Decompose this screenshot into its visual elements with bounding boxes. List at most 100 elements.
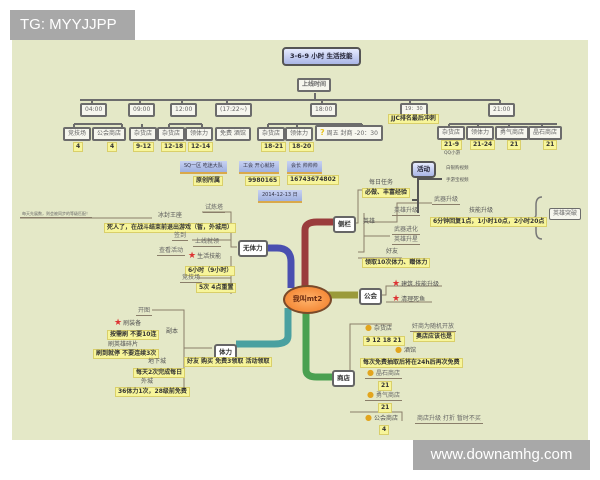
center-node: 我叫mt2 — [283, 285, 332, 314]
open-map: 开图 — [136, 307, 153, 316]
hero-star: 英雄升星 — [392, 236, 421, 245]
daily-task: 每日任务 — [369, 179, 394, 186]
time-node: 18:00 — [310, 103, 338, 117]
time-value: 9-12 — [133, 142, 155, 152]
shop-grocery: ●杂货店 — [365, 324, 392, 332]
life-skill: ★生活技能 — [188, 252, 221, 261]
date-tab: 2014-12-13 日 — [258, 190, 302, 203]
person-icon: ● — [365, 413, 372, 422]
shop-grocery-note: 奸商为随机开放 — [410, 323, 457, 332]
no-stamina-node: 无体力 — [238, 240, 268, 257]
time-node: (17:22~) — [215, 103, 252, 117]
guild-item-label: 建筑,技能升级 — [401, 281, 439, 288]
time-node: 12:00 — [170, 103, 198, 117]
ice-throne-tip: 死人了，在战斗结束前退出游戏（暂，外城用） — [104, 223, 237, 233]
time-value: 21 — [543, 140, 558, 150]
top-watermark-label: TG: MYYJJPP — [10, 10, 135, 40]
time-value: 18-20 — [289, 142, 315, 152]
hero-shards: 刷英雄碎片 — [108, 341, 139, 348]
info-tab: 会长 帅帅帅 — [287, 161, 322, 174]
time-value: 18-21 — [261, 142, 287, 152]
trial-tower: 试炼塔 — [203, 204, 226, 213]
guild-item-label: 清理死鱼 — [401, 296, 426, 303]
question-icon: ? — [320, 128, 325, 137]
shop-guild-note: 商店升级 打折 暂时不买 — [415, 415, 483, 424]
events-item: 白银购视频 — [446, 166, 469, 171]
shop-label: 酒馆 — [403, 347, 416, 354]
skill-upgrade: 技能升级 — [469, 207, 494, 214]
time-item: 杂货店 — [257, 127, 286, 141]
farm-gear-label: 刷装备 — [123, 320, 142, 327]
daily-task-value: 必做、丰富经验 — [362, 188, 411, 198]
underground-value: 每天2次完成每日 — [133, 368, 186, 378]
shop-node: 商店 — [332, 370, 355, 387]
shop-tavern: ●酒馆 — [395, 346, 416, 354]
shop-grocery-value: 9 12 18 21 — [363, 336, 405, 346]
online-time-node: 上线时间 — [297, 78, 332, 92]
outer-city: 外城 — [141, 378, 154, 385]
shop-guild-value: 4 — [379, 425, 390, 435]
info-tab: 工会 开心就好 — [239, 161, 279, 174]
time-item: 勇气商店 — [495, 126, 530, 140]
time-value: 4 — [73, 142, 84, 152]
mind-map: 3-6-9 小时 生活技能 上线时间 04:00 09:00 12:00 (17… — [12, 40, 588, 440]
shop-crystal: ●晶石商店 — [365, 369, 402, 379]
time-item: 免费 酒馆 — [215, 127, 251, 141]
shop-label: 勇气商店 — [375, 392, 400, 399]
weapon-upgrade: 武器升级 — [432, 196, 461, 205]
shop-courage: ●勇气商店 — [365, 391, 402, 401]
guild-item: ★清理死鱼 — [392, 295, 425, 304]
shop-guild: ●公会商店 — [365, 414, 398, 422]
time-item: 领体力 — [285, 127, 314, 141]
stamina-sources: 好友 购买 免费3领取 活动领取 — [184, 357, 273, 367]
shop-label: 公会商店 — [373, 415, 398, 422]
time-item: 领体力 — [466, 126, 495, 140]
time-item: 晶石商店 — [528, 126, 563, 140]
time-item: 杂货店 — [437, 126, 466, 140]
connector-lines — [20, 93, 557, 421]
outer-city-value: 36体力1次，28级前免费 — [115, 387, 190, 397]
hero: 英雄 — [363, 218, 376, 225]
map-title: 3-6-9 小时 生活技能 — [282, 47, 361, 66]
farm-gear: ★刷装备 — [114, 319, 141, 328]
time-item: 杂货店 — [129, 127, 158, 141]
time-value: 12-18 — [161, 142, 187, 152]
arena: 竞技场 — [180, 274, 203, 283]
star-icon: ★ — [392, 279, 401, 289]
online-claim: 上线就领 — [193, 238, 222, 247]
info-tab: SQ一区 吃迷大队 — [180, 161, 227, 174]
friends-value: 领取10次体力、赠体力 — [362, 258, 431, 268]
shop-grocery-note2: 奥店应该也是 — [413, 332, 456, 342]
events-item: 手游宝视频 — [446, 178, 469, 183]
weapon-evolve: 武器进化 — [392, 226, 421, 235]
shop-courage-value: 21 — [378, 403, 393, 413]
time-value: 4 — [107, 142, 118, 152]
check-events: 查看活动 — [157, 247, 186, 256]
time-node: 21:00 — [488, 103, 516, 117]
star-icon: ★ — [114, 318, 123, 328]
time-item: 公会商店 — [92, 127, 127, 141]
time-node: 04:00 — [80, 103, 108, 117]
time-item-label: 周五 封商 -20：30 — [326, 130, 378, 137]
shop-label: 晶石商店 — [375, 370, 400, 377]
hero-upgrade: 英雄升级 — [392, 207, 421, 216]
events-node: 活动 — [411, 161, 436, 178]
info-value: 原创所属 — [193, 176, 224, 186]
star-icon: ★ — [188, 251, 197, 261]
person-icon: ● — [367, 390, 374, 399]
events-item: QQ小游 — [444, 151, 461, 156]
time-item: ?周五 封商 -20：30 — [315, 125, 383, 141]
star-icon: ★ — [392, 294, 401, 304]
shop-crystal-value: 21 — [378, 381, 393, 391]
arena-value: 5次 4点重置 — [196, 283, 237, 293]
ice-throne-note: 每天先展数，则会被同步的等级匹配！ — [20, 211, 92, 218]
person-icon: ● — [367, 368, 374, 377]
time-value: 21-9 — [441, 140, 463, 150]
time-value: 21 — [507, 140, 522, 150]
shop-tavern-value: 每次免费抽取后将在24h后再次免费 — [360, 358, 463, 368]
farm-gear-value: 按需刷 不要10连 — [107, 330, 160, 340]
time-item: 竞技场 — [63, 127, 92, 141]
signin: 签到 — [172, 232, 189, 241]
bottom-watermark-label: www.downamhg.com — [413, 440, 590, 470]
shop-label: 杂货店 — [373, 325, 392, 332]
